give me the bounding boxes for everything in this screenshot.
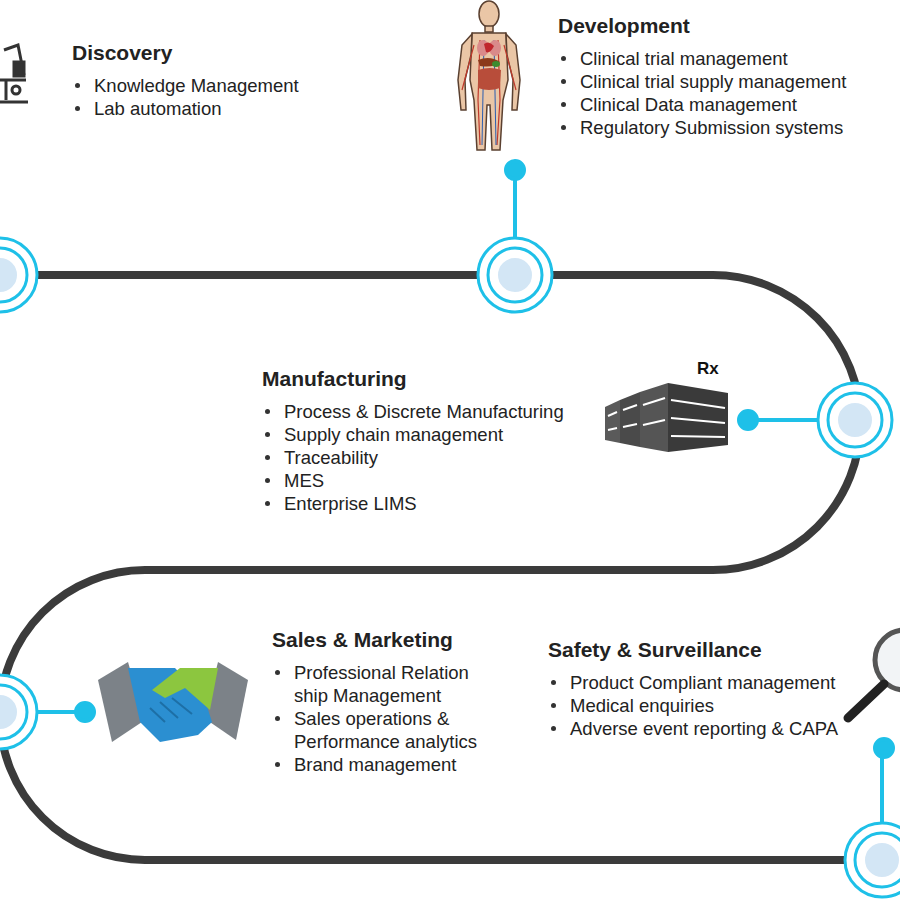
bullet-text: MES xyxy=(284,470,324,491)
bullet-item: Regulatory Submission systems xyxy=(558,116,888,139)
bullet-dot xyxy=(275,716,280,721)
stage-block: Sales & MarketingProfessional Relation s… xyxy=(272,627,502,778)
factory-icon xyxy=(605,383,728,452)
bullet-item: Adverse event reporting & CAPA xyxy=(548,717,878,740)
handshake-icon xyxy=(98,662,248,742)
bullet-text: Professional Relation ship Management xyxy=(294,662,469,706)
bullet-dot xyxy=(75,106,80,111)
bullet-item: Brand management xyxy=(272,753,502,776)
stage-block: DevelopmentClinical trial managementClin… xyxy=(558,13,888,141)
bullet-text: Clinical Data management xyxy=(580,94,797,115)
stage-heading: Sales & Marketing xyxy=(272,627,502,653)
human-body-icon xyxy=(458,1,520,150)
bullet-dot xyxy=(551,703,556,708)
stage-block: Safety & SurveillanceProduct Compliant m… xyxy=(548,637,878,742)
bullet-item: Supply chain management xyxy=(262,423,602,446)
bullet-item: MES xyxy=(262,469,602,492)
bullet-text: Lab automation xyxy=(94,98,222,119)
bullet-dot xyxy=(561,79,566,84)
stage-block: DiscoveryKnowledge ManagementLab automat… xyxy=(72,40,372,122)
bullet-text: Clinical trial management xyxy=(580,48,788,69)
bullet-item: Clinical trial supply management xyxy=(558,70,888,93)
stage-heading: Discovery xyxy=(72,40,372,66)
stage-markers xyxy=(0,238,900,897)
bullet-text: Enterprise LIMS xyxy=(284,493,417,514)
microscope-icon xyxy=(0,45,28,102)
bullet-dot xyxy=(75,83,80,88)
bullet-dot xyxy=(265,501,270,506)
bullet-dot xyxy=(265,432,270,437)
bullet-item: Professional Relation ship Management xyxy=(272,661,502,707)
bullet-item: Lab automation xyxy=(72,97,372,120)
stage-heading: Development xyxy=(558,13,888,39)
bullet-dot xyxy=(561,102,566,107)
bullet-item: Clinical Data management xyxy=(558,93,888,116)
bullet-item: Traceability xyxy=(262,446,602,469)
bullet-text: Clinical trial supply management xyxy=(580,71,846,92)
bullet-text: Medical enquiries xyxy=(570,695,714,716)
icon-label: Rx xyxy=(697,359,719,379)
bullet-item: Product Compliant management xyxy=(548,671,878,694)
bullet-dot xyxy=(561,56,566,61)
bullet-text: Supply chain management xyxy=(284,424,503,445)
bullet-text: Process & Discrete Manufacturing xyxy=(284,401,564,422)
bullet-dot xyxy=(265,409,270,414)
bullet-dot xyxy=(275,670,280,675)
bullet-text: Sales operations & Performance analytics xyxy=(294,708,477,752)
bullet-item: Knowledge Management xyxy=(72,74,372,97)
bullet-text: Brand management xyxy=(294,754,457,775)
bullet-item: Enterprise LIMS xyxy=(262,492,602,515)
bullet-item: Medical enquiries xyxy=(548,694,878,717)
bullet-dot xyxy=(561,125,566,130)
bullet-item: Process & Discrete Manufacturing xyxy=(262,400,602,423)
road-path xyxy=(0,275,900,860)
bullet-text: Product Compliant management xyxy=(570,672,835,693)
bullet-text: Knowledge Management xyxy=(94,75,299,96)
bullet-dot xyxy=(275,762,280,767)
stage-heading: Safety & Surveillance xyxy=(548,637,878,663)
bullet-text: Regulatory Submission systems xyxy=(580,117,843,138)
bullet-item: Sales operations & Performance analytics xyxy=(272,707,502,753)
bullet-item: Clinical trial management xyxy=(558,47,888,70)
leader-lines xyxy=(37,161,893,823)
magnifier-icon xyxy=(848,630,900,718)
stage-heading: Manufacturing xyxy=(262,366,602,392)
stage-block: ManufacturingProcess & Discrete Manufact… xyxy=(262,366,602,517)
bullet-dot xyxy=(265,478,270,483)
bullet-dot xyxy=(551,726,556,731)
bullet-text: Traceability xyxy=(284,447,378,468)
bullet-text: Adverse event reporting & CAPA xyxy=(570,718,838,739)
bullet-dot xyxy=(265,455,270,460)
bullet-dot xyxy=(551,680,556,685)
